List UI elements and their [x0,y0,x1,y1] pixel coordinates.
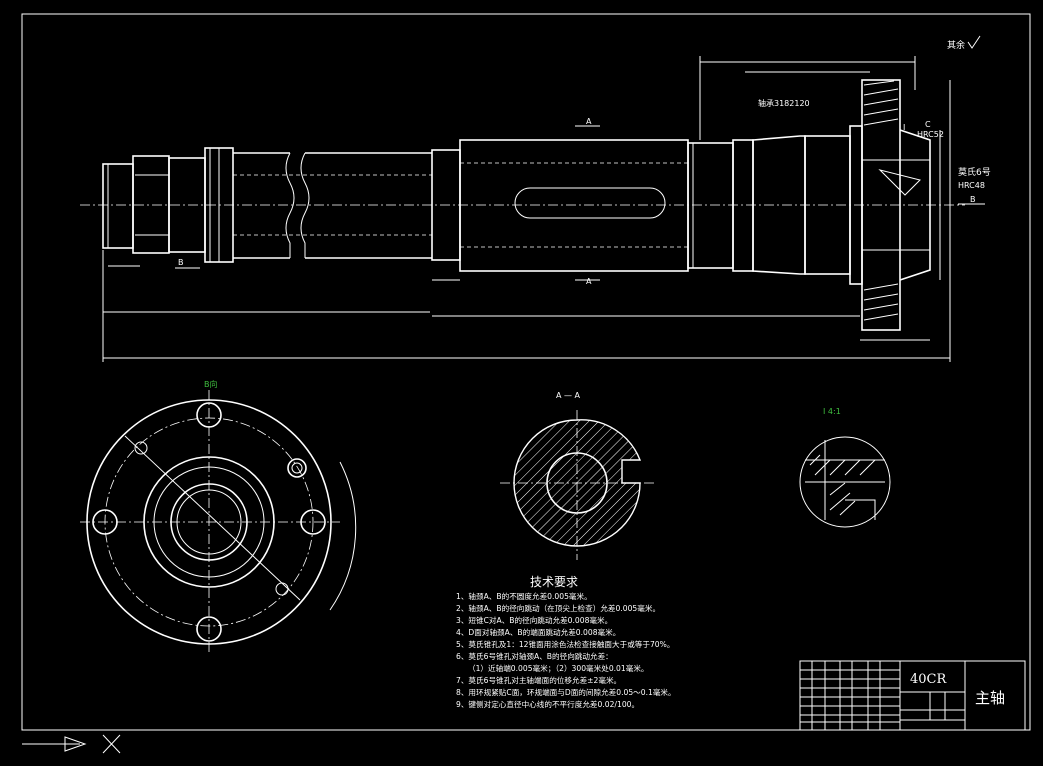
roughness-symbol-icon [967,35,981,49]
requirement-item: （1）近轴端0.005毫米；（2）300毫米处0.01毫米。 [468,663,649,673]
requirement-item: 5、莫氏锥孔及1：12锥面用涂色法检查接触面大于或等于70%。 [456,639,674,649]
shaft-elevation [80,79,965,331]
hardness-right-label: HRC48 [958,181,985,190]
dimension-lines [102,56,951,362]
requirements-list: 1、轴颈A、B的不圆度允差0.005毫米。 2、轴颈A、B的径向跳动（在顶尖上检… [456,591,676,709]
section-title: A — A [556,391,581,400]
flange-end-view [80,390,357,655]
view-b-label: B向 [204,379,218,389]
title-block [799,660,1026,731]
arrow-mark-icon [22,736,87,752]
requirement-item: 3、短锥C对A、B的径向跳动允差0.008毫米。 [456,615,612,625]
roughness-note: 其余 [947,39,965,51]
detail-title: I 4:1 [823,407,841,416]
datum-c-label: C [925,120,931,129]
requirement-item: 1、轴颈A、B的不圆度允差0.005毫米。 [456,591,592,601]
section-a-a [500,410,655,560]
bearing-label: 轴承3182120 [758,98,810,108]
hardness-top-label: HRC52 [917,130,944,139]
requirement-item: 9、键侧对定心直径中心线的不平行度允差0.02/100。 [456,699,639,709]
material-label: 40CR [910,672,947,687]
requirement-item: 2、轴颈A、B的径向跳动（在顶尖上检查）允差0.005毫米。 [456,603,660,613]
drawing-frame [21,13,1031,731]
section-a-bottom-mark: A [586,277,592,286]
requirements-title: 技术要求 [530,575,578,589]
detail-i-mark: I [903,123,905,132]
taper-label: 莫氏6号 [958,166,991,178]
requirement-item: 8、用环规紧贴C面，环规端面与D面的间隙允差0.05～0.1毫米。 [456,687,676,697]
requirement-item: 4、D面对轴颈A、B的端面跳动允差0.008毫米。 [456,627,620,637]
section-a-top-mark: A [586,117,592,126]
datum-b-label: B [970,195,976,204]
requirement-item: 6、莫氏6号锥孔对轴颈A、B的径向跳动允差： [456,651,613,661]
datum-b-left-label: B [178,258,184,267]
detail-i-view [799,436,891,528]
part-name: 主轴 [975,689,1005,707]
requirement-item: 7、莫氏6号锥孔对主轴端面的位移允差±2毫米。 [456,675,621,685]
cross-mark-icon [102,734,121,754]
